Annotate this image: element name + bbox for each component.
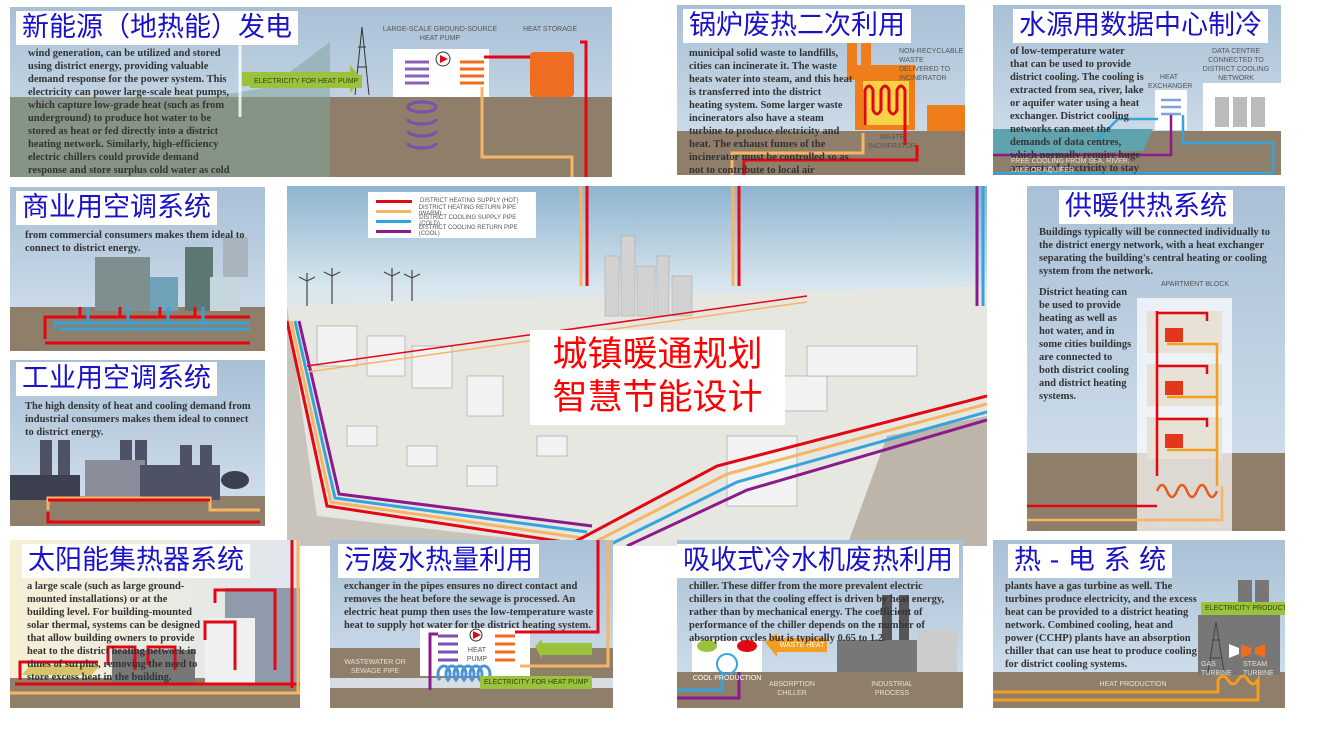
panel-title: 锅炉废热二次利用 xyxy=(683,9,911,43)
industrial-diagram xyxy=(10,440,260,524)
label-heat-pump: LARGE-SCALE GROUND-SOURCE HEAT PUMP xyxy=(382,26,498,42)
panel-heating: 供暖供热系统 Buildings typically will be conne… xyxy=(1027,186,1285,531)
label-industrial-process: INDUSTRIAL PROCESS xyxy=(871,681,913,697)
legend-label: DISTRICT HEATING SUPPLY (HOT) xyxy=(420,198,519,204)
label-absorption-chiller: ABSORPTION CHILLER xyxy=(769,681,815,697)
panel-sewage: 污废水热量利用 exchanger in the pipes ensures n… xyxy=(330,540,613,708)
label-heat-pump: HEAT PUMP xyxy=(466,647,488,663)
apartment-diagram xyxy=(1027,298,1232,531)
panel-description: Buildings typically will be connected in… xyxy=(1039,227,1271,277)
label-steam-turbine: STEAM TURBINE xyxy=(1243,661,1274,677)
panel-title: 工业用空调系统 xyxy=(16,362,217,396)
panel-industrial: 工业用空调系统 The high density of heat and coo… xyxy=(10,360,265,526)
legend-swatch-cold xyxy=(376,219,412,223)
electricity-tag: ELECTRICITY FOR HEAT PUMP xyxy=(250,75,363,88)
commercial-diagram xyxy=(43,237,250,345)
panel-title: 新能源（地热能）发电 xyxy=(16,11,298,45)
panel-description: municipal solid waste to landfills, citi… xyxy=(689,48,853,175)
label-waste-heat: WASTE HEAT xyxy=(779,642,825,649)
label-heat-exchanger: HEAT EXCHANGER xyxy=(1154,523,1220,530)
legend-swatch-hot xyxy=(376,199,412,203)
pipe-legend: DISTRICT HEATING SUPPLY (HOT) DISTRICT H… xyxy=(368,192,536,238)
panel-chp: 热 - 电 系 统 plants have a gas turbine as w… xyxy=(993,540,1285,708)
legend-item-cooling-return: DISTRICT COOLING RETURN PIPE (COOL) xyxy=(376,225,536,237)
legend-swatch-warm xyxy=(376,209,411,213)
headline-line-1: 城镇暖通规划 xyxy=(552,335,763,375)
datacentre-diagram xyxy=(993,83,1281,175)
panel-waste-heat: 锅炉废热二次利用 municipal solid waste to landfi… xyxy=(677,5,965,175)
panel-solar: 太阳能集热器系统 a large scale (such as large gr… xyxy=(10,540,300,708)
panel-absorption-chiller: 吸收式冷水机废热利用 chiller. These differ from th… xyxy=(677,540,963,708)
panel-title: 污废水热量利用 xyxy=(338,544,539,578)
panel-description: from commercial consumers makes them ide… xyxy=(25,230,245,254)
headline-line-2: 智慧节能设计 xyxy=(552,378,763,418)
panel-description-2: District heating can be used to provide … xyxy=(1039,287,1132,402)
legend-item-cooling-supply: DISTRICT COOLING SUPPLY PIPE (COLD) xyxy=(376,215,536,227)
headline-box: 城镇暖通规划 智慧节能设计 xyxy=(530,330,785,425)
panel-description: chiller. These differ from the more prev… xyxy=(689,581,945,644)
label-heat-storage: HEAT STORAGE xyxy=(522,26,578,33)
label-incinerator: WASTE INCINERATOR xyxy=(868,134,916,150)
electricity-tag: ELECTRICITY PRODUCTION xyxy=(1201,602,1285,615)
panel-title: 热 - 电 系 统 xyxy=(1008,544,1173,578)
legend-label: DISTRICT COOLING RETURN PIPE (COOL) xyxy=(418,225,518,237)
panel-description: plants have a gas turbine as well. The t… xyxy=(1005,581,1197,670)
label-apartment-block: APARTMENT BLOCK xyxy=(1160,281,1230,288)
panel-description: The high density of heat and cooling dem… xyxy=(25,401,251,438)
panel-title: 吸收式冷水机废热利用 xyxy=(677,544,959,578)
label-cool-production: COOL PRODUCTION xyxy=(692,675,762,682)
legend-item-heating-supply: DISTRICT HEATING SUPPLY (HOT) xyxy=(376,196,536,206)
legend-item-heating-return: DISTRICT HEATING RETURN PIPE (WARM) xyxy=(376,205,536,217)
legend-swatch-cool xyxy=(376,229,411,233)
panel-renewable-energy: 新能源（地热能）发电 wind generation, can be utili… xyxy=(10,7,612,177)
incinerator-diagram xyxy=(730,40,965,175)
label-heat-production: HEAT PRODUCTION xyxy=(1099,681,1167,688)
label-sewage-pipe: WASTEWATER OR SEWAGE PIPE xyxy=(344,659,406,675)
panel-description: a large scale (such as large ground-moun… xyxy=(27,581,201,683)
panel-title: 太阳能集热器系统 xyxy=(22,544,250,578)
panel-title: 商业用空调系统 xyxy=(16,191,217,225)
label-waste-delivered: NON-RECYCLABLE WASTE DELIVERED TO INCINE… xyxy=(899,48,964,82)
legend-label: DISTRICT COOLING SUPPLY PIPE (COLD) xyxy=(419,215,517,227)
solar-diagram xyxy=(10,540,300,695)
panel-description: wind generation, can be utilized and sto… xyxy=(28,48,230,176)
label-data-centre: DATA CENTRE CONNECTED TO DISTRICT COOLIN… xyxy=(1202,48,1270,82)
label-heat-exchanger: HEAT EXCHANGER xyxy=(1148,74,1193,90)
legend-label: DISTRICT HEATING RETURN PIPE (WARM) xyxy=(418,205,517,217)
absorption-diagram xyxy=(677,595,957,700)
electricity-tag: ELECTRICITY FOR HEAT PUMP xyxy=(480,676,593,689)
panel-commercial: 商业用空调系统 from commercial consumers makes … xyxy=(10,187,265,351)
label-gas-turbine: GAS TURBINE xyxy=(1201,661,1232,677)
panel-description: exchanger in the pipes ensures no direct… xyxy=(344,581,594,631)
label-free-cooling: FREE COOLING FROM SEA, RIVER, LAKE OR AQ… xyxy=(1011,158,1130,174)
panel-description: of low-temperature water that can be use… xyxy=(1010,46,1144,174)
panel-title: 供暖供热系统 xyxy=(1059,190,1233,224)
panel-title: 水源用数据中心制冷 xyxy=(1013,9,1268,43)
panel-data-centre-cooling: 水源用数据中心制冷 of low-temperature water that … xyxy=(993,5,1281,175)
